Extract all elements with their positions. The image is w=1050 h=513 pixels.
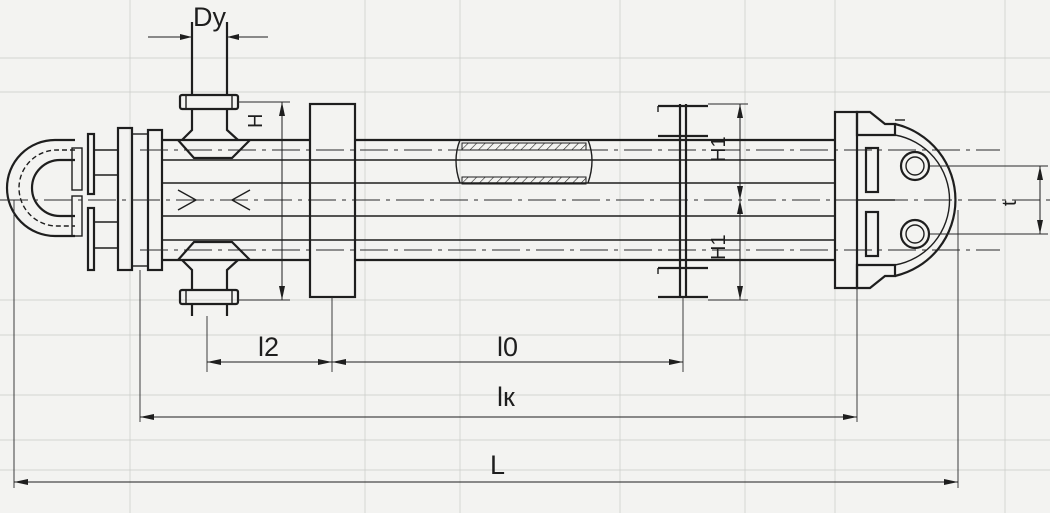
label-h: H <box>245 114 267 128</box>
dimension-lines <box>13 34 1048 488</box>
label-l0: l0 <box>497 332 518 362</box>
label-l2: l2 <box>258 332 279 362</box>
u-bend-return <box>5 138 83 238</box>
tube-sheet-plate <box>308 102 357 299</box>
bottom-nozzle <box>178 259 240 316</box>
label-l-total: L <box>490 450 505 480</box>
support-saddle <box>657 104 708 299</box>
label-t: t <box>999 200 1021 206</box>
label-h1-bottom: H1 <box>708 234 730 260</box>
top-nozzle <box>178 22 240 141</box>
label-lk: lк <box>497 382 515 412</box>
label-h1-top: H1 <box>708 136 730 162</box>
shell-compensator <box>177 139 251 261</box>
break-section <box>455 139 593 185</box>
label-dy: Dy <box>193 2 226 32</box>
left-couplings <box>86 126 164 272</box>
right-head <box>833 110 957 290</box>
